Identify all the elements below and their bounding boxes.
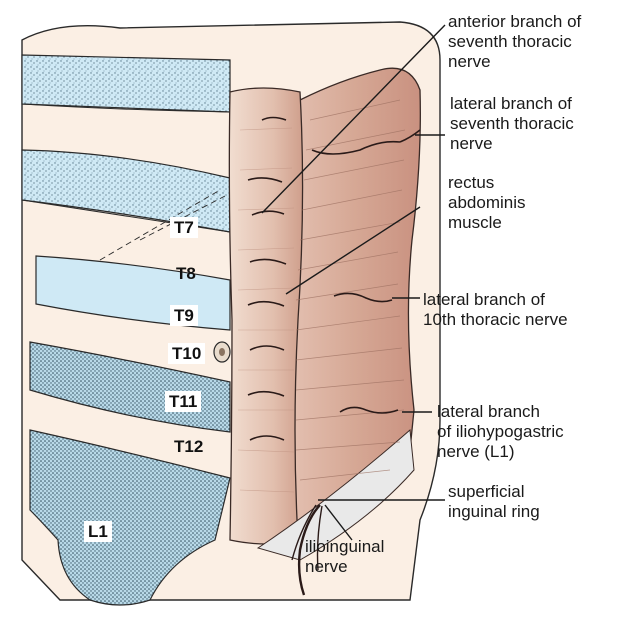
- label-anterior-branch-7th: anterior branch of seventh thoracic nerv…: [448, 12, 581, 72]
- dermatome-t8: T8: [172, 263, 200, 284]
- dermatome-t11: T11: [165, 391, 201, 412]
- label-lateral-branch-iliohypogastric: lateral branch of iliohypogastric nerve …: [437, 402, 564, 462]
- dermatome-t7: T7: [170, 217, 198, 238]
- dermatome-t12: T12: [170, 436, 207, 457]
- rectus-muscle: [229, 88, 302, 544]
- dermatome-t9: T9: [170, 305, 198, 326]
- label-ilioinguinal-nerve: ilioinguinal nerve: [305, 537, 384, 577]
- label-superficial-inguinal-ring: superficial inguinal ring: [448, 482, 540, 522]
- dermatome-t10: T10: [168, 343, 205, 364]
- label-lateral-branch-7th: lateral branch of seventh thoracic nerve: [450, 94, 574, 154]
- label-rectus-abdominis: rectus abdominis muscle: [448, 173, 526, 233]
- band-t6: [22, 55, 230, 112]
- label-lateral-branch-10th: lateral branch of 10th thoracic nerve: [423, 290, 568, 330]
- dermatome-l1: L1: [84, 521, 112, 542]
